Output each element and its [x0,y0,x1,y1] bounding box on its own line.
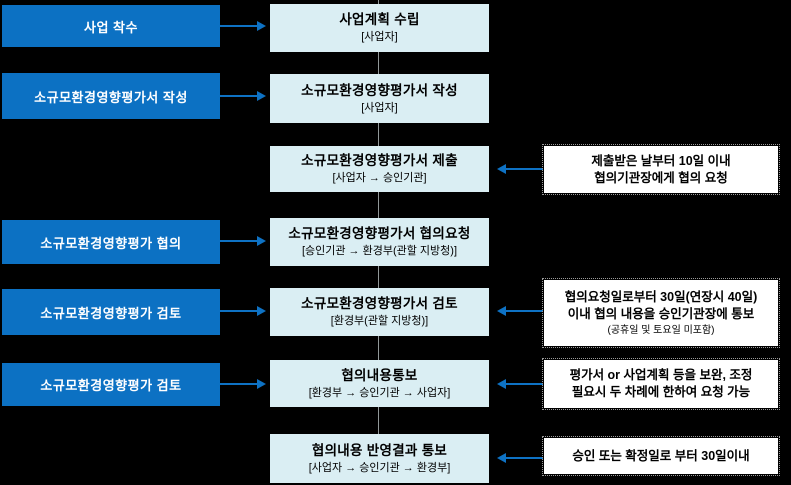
arrow-line [220,383,258,385]
arrow-line [506,383,543,385]
note-box-supplement-request: 평가서 or 사업계획 등을 보완, 조정 필요시 두 차례에 한하여 요청 가… [542,358,780,410]
step-actor: [사업자 → 승인기관] [332,172,427,184]
arrow-line [220,95,258,97]
note-box-final-deadline: 승인 또는 확정일로 부터 30일이내 [542,436,780,476]
arrow-left-icon [497,164,506,174]
arrow-left-icon [497,379,506,389]
arrow-line [506,168,543,170]
stage-box-report-writing: 소규모환경영향평가서 작성 [2,73,220,119]
flow-connector-line [378,0,379,434]
step-title: 소규모환경영향평가서 제출 [301,153,458,168]
arrow-left-icon [497,453,506,463]
arrow-line [220,240,258,242]
step-actor: [사업자] [361,31,398,43]
step-box-plan-establish: 사업계획 수립 [사업자] [270,4,489,52]
arrow-line [506,457,543,459]
step-box-report-review: 소규모환경영향평가서 검토 [환경부(관할 지방청)] [270,288,489,336]
step-actor: [사업자] [361,101,398,114]
arrow-line [220,25,258,27]
step-title: 사업계획 수립 [339,12,420,27]
arrow-line [220,310,258,312]
step-actor: [승인기관 → 환경부(관할 지방청)] [301,245,458,257]
arrow-right-icon [257,306,266,316]
step-title: 협의내용통보 [341,367,418,383]
arrow-right-icon [257,91,266,101]
note-text: 이내 협의 내용을 승인기관장에 통보 [567,307,755,321]
step-box-consult-request: 소규모환경영향평가서 협의요청 [승인기관 → 환경부(관할 지방청)] [270,218,489,266]
step-title: 소규모환경영향평가서 협의요청 [288,226,471,241]
note-text: 제출받은 날부터 10일 이내 [591,153,731,168]
stage-box-review-2: 소규모환경영향평가 검토 [2,363,220,406]
arrow-right-icon [257,236,266,246]
step-box-reflect-result: 협의내용 반영결과 통보 [사업자 → 승인기관 → 환경부] [270,434,489,483]
step-box-result-notify: 협의내용통보 [환경부 → 승인기관 → 사업자] [270,360,489,407]
note-text: 협의기관장에게 협의 요청 [594,170,728,185]
arrow-left-icon [497,306,506,316]
note-text: 평가서 or 사업계획 등을 보완, 조정 [569,368,753,382]
note-small-text: (공휴일 및 토요일 미포함) [607,325,715,336]
step-title: 협의내용 반영결과 통보 [311,442,448,458]
stage-box-consultation: 소규모환경영향평가 협의 [2,220,220,264]
step-actor: [환경부(관할 지방청)] [330,315,429,327]
note-text: 필요시 두 차례에 한하여 요청 가능 [571,385,751,399]
step-title: 소규모환경영향평가서 검토 [301,296,458,311]
arrow-right-icon [257,379,266,389]
step-title: 소규모환경영향평가서 작성 [301,82,458,98]
note-text: 승인 또는 확정일로 부터 30일이내 [572,448,750,463]
note-text: 협의요청일로부터 30일(연장시 40일) [564,290,758,304]
step-box-report-submit: 소규모환경영향평가서 제출 [사업자 → 승인기관] [270,146,489,192]
note-box-submit-deadline: 제출받은 날부터 10일 이내 협의기관장에게 협의 요청 [542,144,780,195]
note-box-review-deadline: 협의요청일로부터 30일(연장시 40일) 이내 협의 내용을 승인기관장에 통… [542,278,780,348]
stage-box-project-start: 사업 착수 [2,5,220,47]
stage-box-review-1: 소규모환경영향평가 검토 [2,289,220,335]
step-actor: [사업자 → 승인기관 → 환경부] [308,461,451,474]
step-actor: [환경부 → 승인기관 → 사업자] [308,386,451,399]
arrow-line [506,310,543,312]
arrow-right-icon [257,21,266,31]
step-box-report-writing: 소규모환경영향평가서 작성 [사업자] [270,74,489,123]
